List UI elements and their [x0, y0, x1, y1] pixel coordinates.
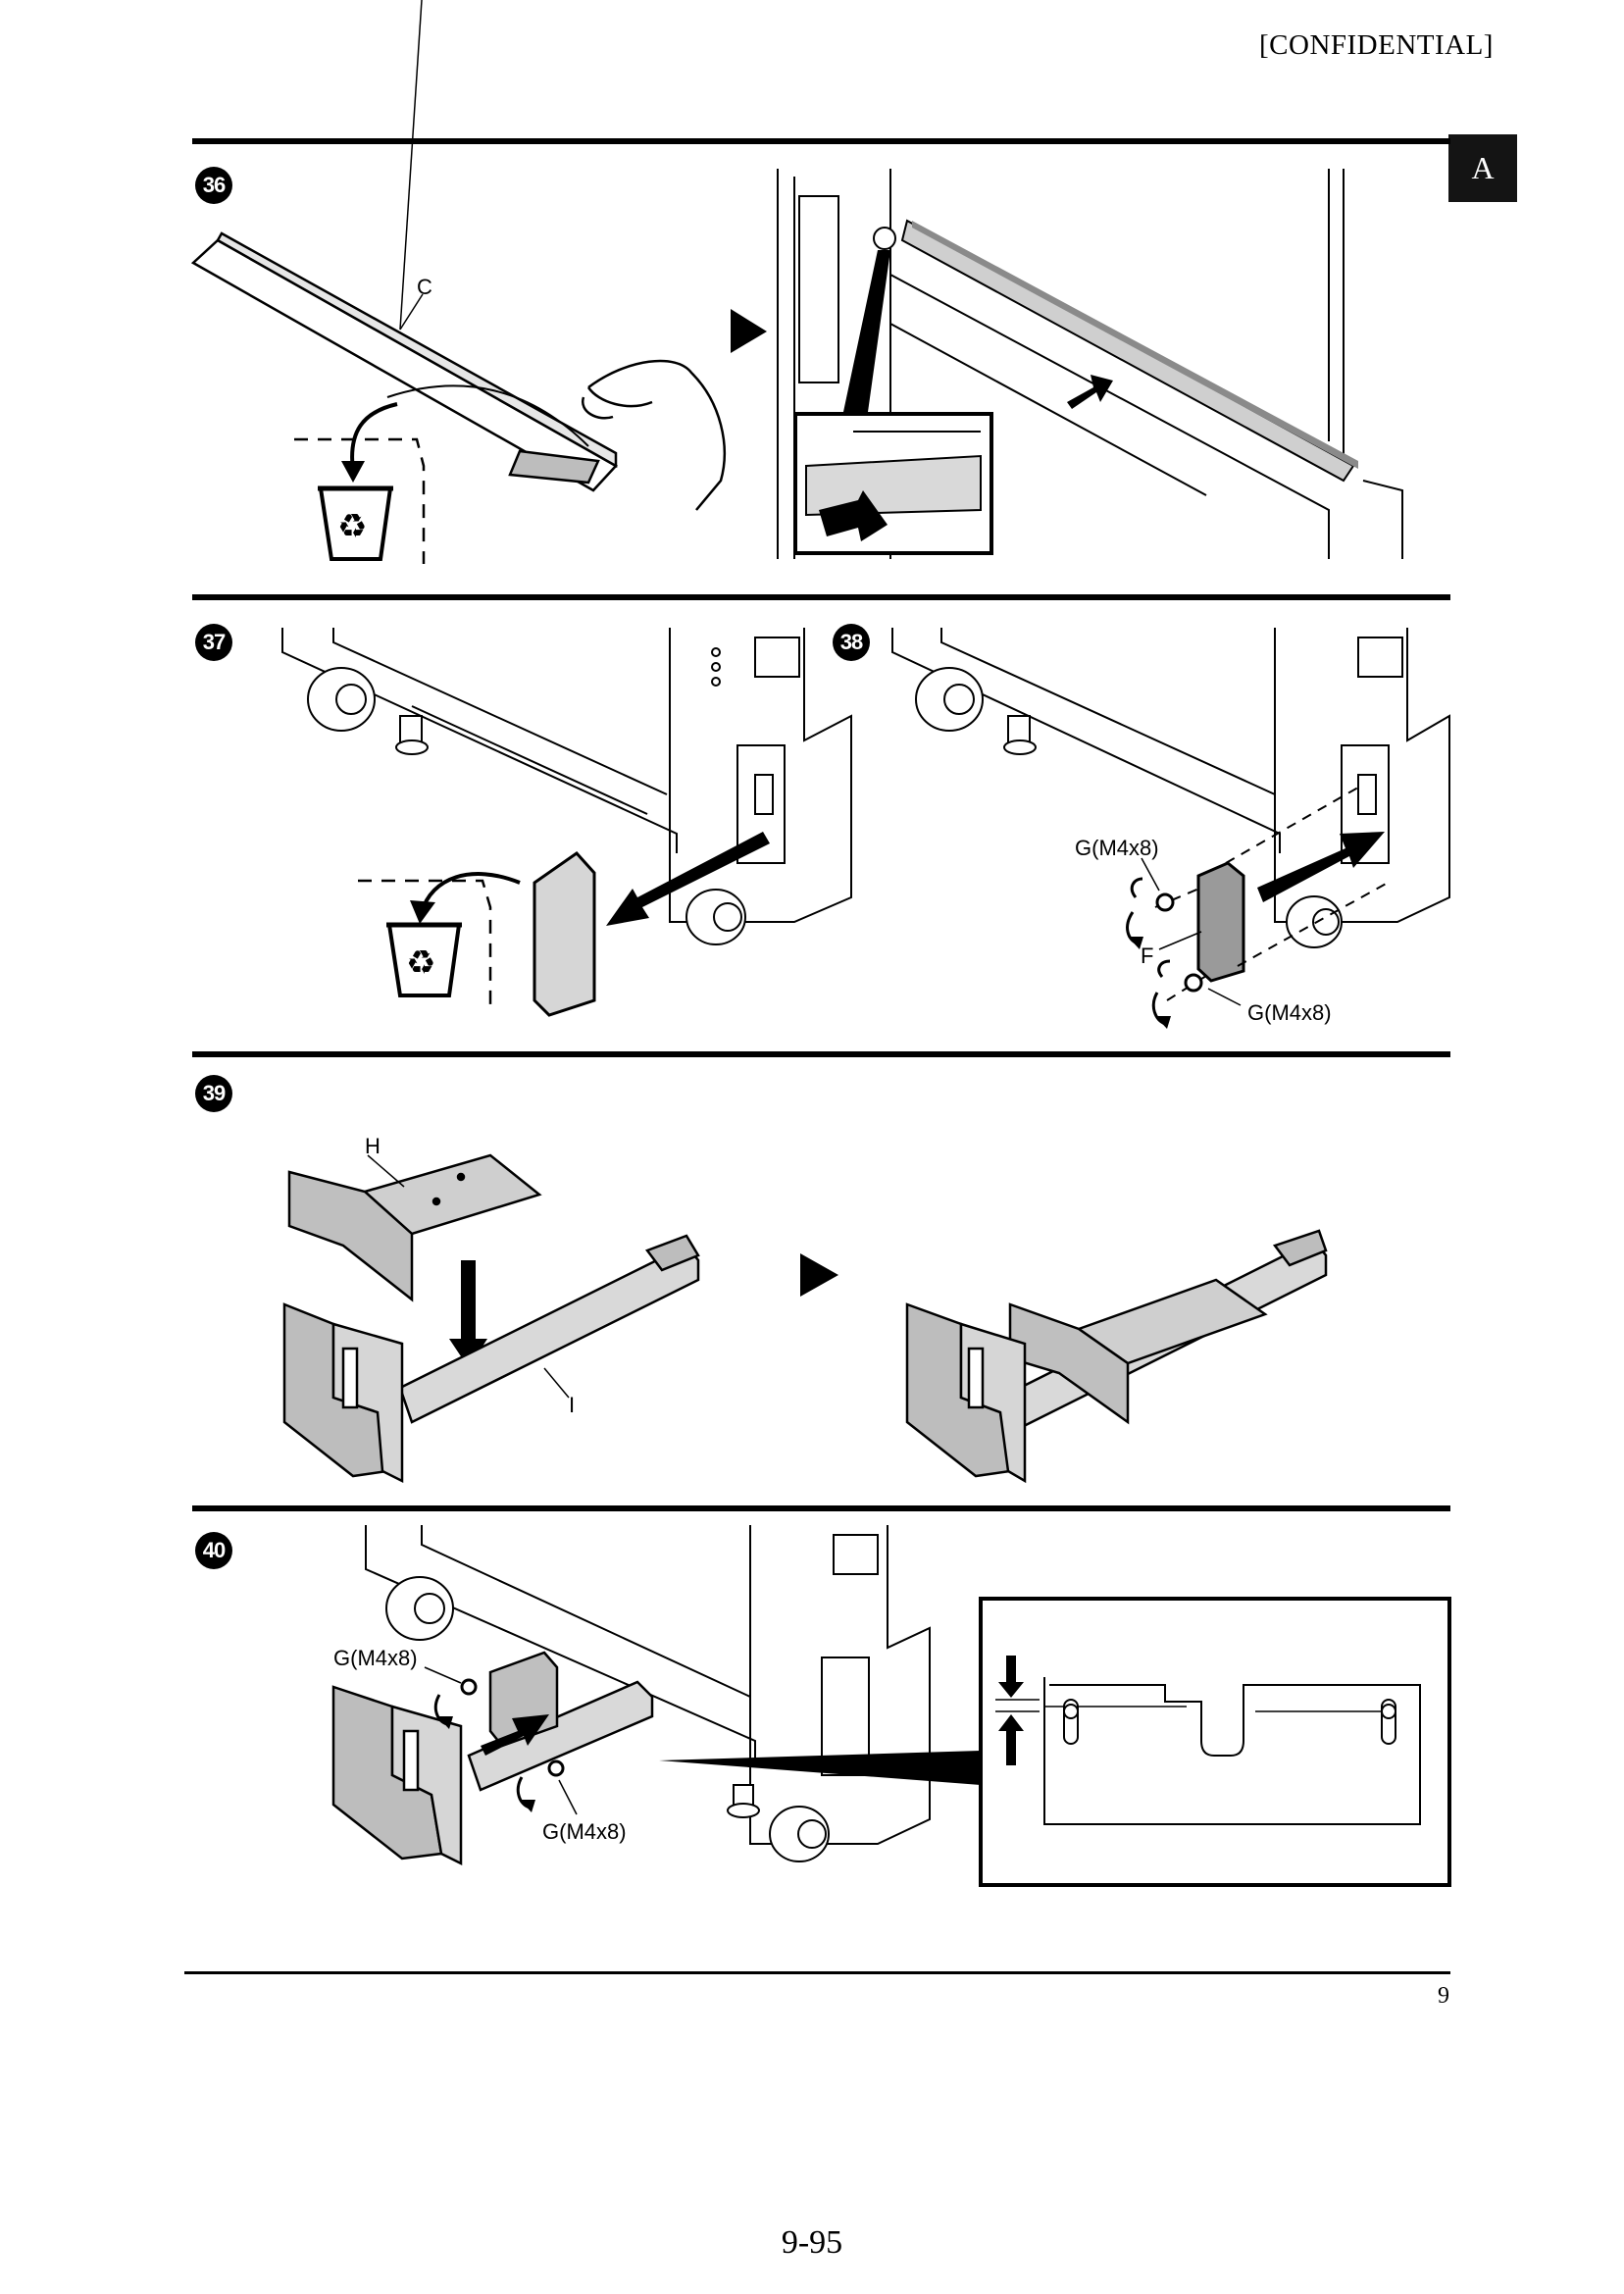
recycle-bin-icon: ♻	[318, 485, 393, 561]
label-screw-lower: G(M4x8)	[1247, 1000, 1332, 1025]
leader-line-c	[399, 0, 423, 331]
detail-inset	[979, 1597, 1451, 1887]
assembled-rail	[905, 1229, 1328, 1484]
section-tab: A	[1448, 134, 1517, 202]
step-number-37: 37	[195, 624, 232, 661]
section-page-number: 9-95	[781, 2224, 843, 2261]
callout-wedge	[659, 1751, 981, 1785]
divider-footer	[184, 1971, 1450, 1974]
svg-text:♻: ♻	[337, 507, 367, 546]
next-step-arrow-icon	[731, 309, 767, 353]
mounting-plate	[282, 1302, 404, 1484]
page-number: 9	[1438, 1983, 1449, 2009]
divider-step-37	[192, 594, 1450, 600]
push-direction-arrow-icon	[1257, 832, 1385, 902]
step-number-38: 38	[833, 624, 870, 661]
recycle-bin-icon: ♻	[386, 922, 462, 997]
divider-top	[192, 138, 1450, 144]
rail-i	[398, 1234, 700, 1424]
zoom-inset	[793, 412, 993, 555]
push-direction-arrow-icon	[606, 832, 770, 926]
label-screw-upper: G(M4x8)	[333, 1646, 418, 1670]
step-number-36: 36	[195, 167, 232, 204]
screw-rotate-icon	[1126, 877, 1175, 949]
push-direction-arrow-icon	[449, 1260, 487, 1368]
next-step-arrow-icon	[800, 1253, 838, 1297]
push-direction-arrow-icon	[481, 1714, 549, 1756]
label-f: F	[1141, 943, 1153, 968]
divider-step-40	[192, 1505, 1450, 1511]
step-number-39: 39	[195, 1075, 232, 1112]
divider-step-39	[192, 1051, 1450, 1057]
step-number-40: 40	[195, 1532, 232, 1569]
callout-wedge	[843, 250, 890, 412]
confidential-mark: [CONFIDENTIAL]	[1259, 29, 1494, 61]
label-i: I	[569, 1393, 575, 1417]
label-c: C	[417, 275, 432, 299]
screw-rotate-icon	[1151, 959, 1203, 1029]
discard-path	[294, 437, 426, 564]
strip-c-illustration	[190, 231, 726, 511]
screw-rotate-icon	[516, 1759, 565, 1812]
bracket-h	[287, 1153, 542, 1302]
cover-plate	[533, 851, 596, 1017]
svg-text:♻: ♻	[406, 943, 435, 983]
label-screw-upper: G(M4x8)	[1075, 836, 1159, 860]
machine-strip-illustration	[777, 169, 1403, 559]
machine-base-illustration	[365, 1525, 931, 1862]
screw-rotate-icon	[433, 1678, 478, 1729]
label-h: H	[365, 1134, 381, 1158]
label-screw-lower: G(M4x8)	[542, 1819, 627, 1844]
